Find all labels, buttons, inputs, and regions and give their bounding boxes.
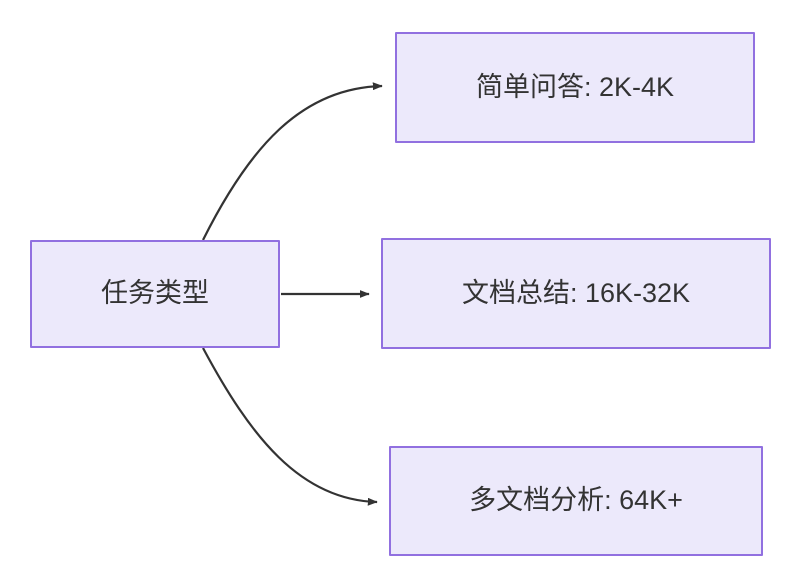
node-doc-summary[interactable]: 文档总结: 16K-32K bbox=[381, 238, 771, 349]
node-multi-doc-analysis[interactable]: 多文档分析: 64K+ bbox=[389, 446, 763, 556]
node-task-type[interactable]: 任务类型 bbox=[30, 240, 280, 348]
node-simple-qa[interactable]: 简单问答: 2K-4K bbox=[395, 32, 755, 143]
edge-root-simple-qa bbox=[202, 82, 383, 241]
node-label: 多文档分析: 64K+ bbox=[469, 485, 683, 516]
node-label: 文档总结: 16K-32K bbox=[461, 277, 691, 308]
edge-root-multi-doc bbox=[202, 347, 378, 506]
node-label: 简单问答: 2K-4K bbox=[475, 71, 675, 102]
node-label: 任务类型 bbox=[101, 278, 209, 309]
